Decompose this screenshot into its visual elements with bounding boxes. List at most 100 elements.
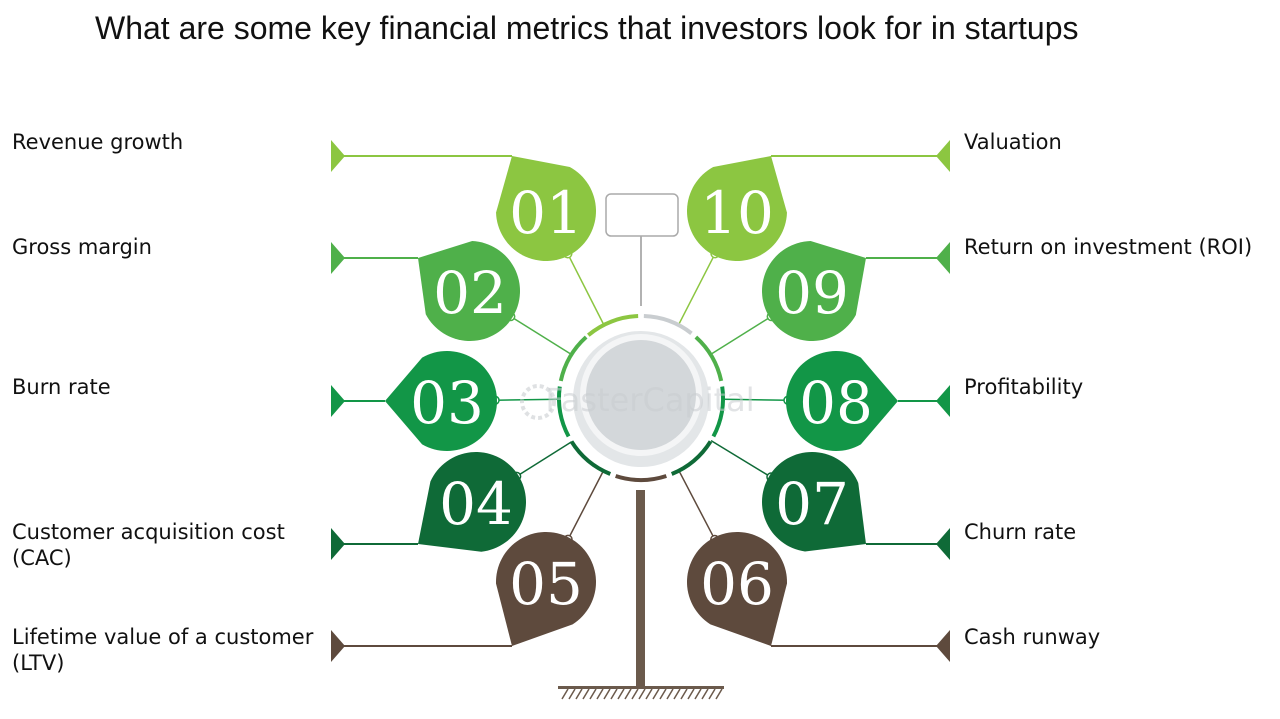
spoke-07 <box>710 439 772 478</box>
leaf-shape-10 <box>687 156 787 261</box>
label-lifetime-value: Lifetime value of a customer (LTV) <box>12 625 314 675</box>
ring-segment <box>557 386 571 438</box>
edge-marker-02 <box>331 242 345 274</box>
leaf-shape-02 <box>418 241 520 341</box>
spoke-04 <box>516 441 573 478</box>
edge-marker-03 <box>331 385 345 417</box>
leaf-number-06: 06 <box>700 550 774 618</box>
ring-segment <box>569 440 612 476</box>
edge-marker-08 <box>936 385 950 417</box>
label-roi: Return on investment (ROI) <box>964 235 1253 259</box>
hatch-line <box>652 688 660 700</box>
leaf-06: 06 <box>686 531 787 646</box>
edge-marker-05 <box>331 630 345 662</box>
center-disc <box>580 334 702 456</box>
hatch-line <box>582 688 590 700</box>
leaf-03: 03 <box>385 350 498 451</box>
leaf-08: 08 <box>785 350 898 452</box>
edge-marker-06 <box>936 630 950 662</box>
leaf-number-09: 09 <box>775 259 849 327</box>
spoke-08 <box>722 398 789 402</box>
ring-segment <box>558 335 588 382</box>
spoke-10 <box>677 253 716 326</box>
hatch-line <box>589 688 597 700</box>
spoke-02 <box>510 315 572 356</box>
hatch-line <box>701 688 709 700</box>
leaf-shape-08 <box>785 350 898 452</box>
hatch-line <box>708 688 716 700</box>
hatch-line <box>617 688 625 700</box>
leaf-shape-06 <box>686 531 787 646</box>
ring-segment <box>615 474 667 482</box>
edge-marker-07 <box>936 528 950 560</box>
hatch-line <box>715 688 723 700</box>
hatch-line <box>561 688 569 700</box>
spoke-01 <box>567 253 605 326</box>
hatch-line <box>645 688 653 700</box>
hatch-line <box>624 688 632 700</box>
leaf-number-05: 05 <box>509 550 583 618</box>
label-profitability: Profitability <box>964 375 1084 399</box>
stand-base <box>558 686 724 689</box>
spoke-06 <box>678 470 716 540</box>
label-churn-rate: Churn rate <box>964 520 1077 544</box>
top-card <box>605 193 679 237</box>
ring-segment <box>694 335 724 382</box>
watermark-gear-icon <box>520 384 556 420</box>
spoke-05 <box>567 470 605 540</box>
hatch-line <box>666 688 674 700</box>
leaf-09: 09 <box>762 241 866 341</box>
label-revenue-growth: Revenue growth <box>12 130 184 154</box>
ring-segment <box>670 440 713 476</box>
leaf-number-07: 07 <box>775 470 849 538</box>
watermark-text: FasterCapital <box>545 381 754 419</box>
ring-segment <box>643 314 693 335</box>
edge-marker-10 <box>936 140 950 172</box>
leaf-number-04: 04 <box>439 470 513 538</box>
hatch-line <box>596 688 604 700</box>
leaf-number-02: 02 <box>433 259 507 327</box>
leaf-shape-01 <box>496 156 596 261</box>
hatch-line <box>680 688 688 700</box>
stand-pole <box>636 490 645 688</box>
leaf-number-10: 10 <box>700 179 774 247</box>
hatch-line <box>687 688 695 700</box>
hatch-line <box>638 688 646 700</box>
ring-segment <box>711 386 725 438</box>
page-title: What are some key financial metrics that… <box>95 10 1079 46</box>
ring-segment <box>587 314 639 337</box>
label-customer-acquisition-cost: Customer acquisition cost (CAC) <box>12 520 285 570</box>
edge-marker-09 <box>936 242 950 274</box>
leaf-07: 07 <box>762 452 866 552</box>
edge-marker-01 <box>331 140 345 172</box>
ground-hatch <box>561 688 723 700</box>
hatch-line <box>694 688 702 700</box>
leaf-shape-03 <box>385 350 498 451</box>
leaf-10: 10 <box>687 156 787 261</box>
hatch-line <box>673 688 681 700</box>
label-cash-runway: Cash runway <box>964 625 1101 649</box>
center-ring <box>557 314 725 482</box>
leaf-shape-09 <box>762 241 866 341</box>
label-gross-margin: Gross margin <box>12 235 152 259</box>
hatch-line <box>631 688 639 700</box>
spoke-09 <box>710 315 772 356</box>
label-valuation: Valuation <box>964 130 1062 154</box>
leaf-number-03: 03 <box>410 369 484 437</box>
hatch-line <box>575 688 583 700</box>
leaf-number-01: 01 <box>509 179 583 247</box>
leaf-number-08: 08 <box>799 369 873 437</box>
leaf-05: 05 <box>496 531 596 646</box>
leaf-02: 02 <box>418 241 520 341</box>
leaf-01: 01 <box>496 156 596 261</box>
hatch-line <box>568 688 576 700</box>
hatch-line <box>659 688 667 700</box>
leaf-shape-07 <box>762 452 866 552</box>
leaf-shape-05 <box>496 531 596 646</box>
leaf-shape-04 <box>418 452 526 552</box>
spoke-03 <box>494 398 560 402</box>
hatch-line <box>603 688 611 700</box>
label-burn-rate: Burn rate <box>12 375 111 399</box>
